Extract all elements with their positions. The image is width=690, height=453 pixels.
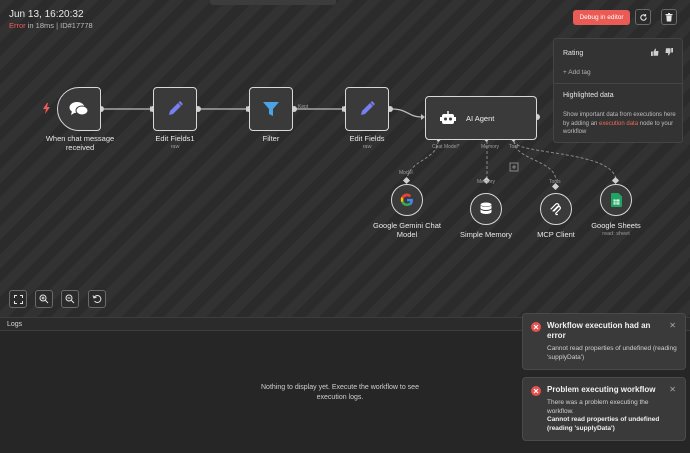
toast-execution-error: ✕ Workflow execution had an error Cannot…: [522, 313, 686, 370]
connection-tool-sheets: [513, 140, 617, 182]
node-chat-trigger[interactable]: [57, 87, 101, 131]
reset-zoom-button[interactable]: [88, 290, 106, 308]
debug-in-editor-button[interactable]: Debug in editor: [573, 10, 630, 25]
execution-side-panel: Rating + Add tag Highlighted data Show i…: [553, 38, 683, 143]
error-icon: [531, 322, 541, 332]
node-filter[interactable]: [249, 87, 293, 131]
toast-problem-executing: ✕ Problem executing workflow There was a…: [522, 377, 686, 441]
node-mcp-client[interactable]: [540, 193, 572, 225]
add-tag-link[interactable]: + Add tag: [563, 69, 591, 76]
node-label-chat-trigger: When chat message received: [45, 134, 115, 152]
robot-icon: [440, 111, 456, 124]
connection-edit-agent: [391, 108, 423, 118]
undo-icon: [92, 294, 102, 303]
port-label-chat-model: Chat Model*: [432, 144, 460, 150]
execution-date: Jun 13, 16:20:32: [9, 9, 84, 20]
port-label-tool: Tool: [509, 144, 519, 150]
node-sub-sheets: read: sheet: [602, 231, 630, 237]
port-label-kept: Kept: [298, 104, 309, 110]
execution-data-link[interactable]: execution data: [599, 120, 639, 127]
toast-message: Cannot read properties of undefined (rea…: [547, 345, 677, 361]
port-label-tools: Tools: [549, 179, 561, 185]
retry-button[interactable]: [635, 9, 651, 25]
toast-error-detail: Cannot read properties of undefined (rea…: [547, 416, 660, 432]
google-icon: [400, 193, 413, 207]
node-label-edit-fields: Edit Fields: [349, 134, 385, 143]
error-icon: [531, 386, 541, 396]
node-label-sheets: Google Sheets: [591, 221, 641, 230]
trash-icon: [665, 12, 673, 21]
node-label-edit-fields1: Edit Fields1: [155, 134, 195, 143]
node-label-mcp: MCP Client: [537, 230, 575, 239]
pencil-icon: [361, 101, 375, 115]
chat-bubbles-icon: [69, 102, 89, 116]
node-label-gemini: Google Gemini Chat Model: [373, 221, 441, 239]
funnel-icon: [263, 102, 279, 116]
toast-title: Problem executing workflow: [547, 385, 656, 394]
add-tool-button: [509, 162, 519, 172]
delete-button[interactable]: [661, 9, 677, 25]
node-edit-fields[interactable]: [345, 87, 389, 131]
toast-title: Workflow execution had an error: [547, 321, 651, 340]
close-icon[interactable]: ✕: [669, 385, 676, 394]
node-label-ai-agent: AI Agent: [466, 113, 495, 123]
rating-buttons: [651, 48, 673, 56]
thumbs-up-icon[interactable]: [651, 48, 659, 56]
thumbs-down-icon[interactable]: [665, 48, 673, 56]
arrow-head: [421, 114, 425, 120]
mcp-icon: [550, 203, 561, 216]
node-sub-edit-fields1: raw: [170, 144, 180, 150]
close-icon[interactable]: ✕: [669, 321, 676, 330]
port-label-memory: Memory: [481, 144, 500, 150]
logs-title: Logs: [7, 321, 23, 328]
node-label-memory: Simple Memory: [459, 230, 513, 239]
node-edit-fields1[interactable]: [153, 87, 197, 131]
port-diamond: [551, 182, 560, 191]
connection-model: [406, 140, 439, 182]
node-label-filter: Filter: [262, 134, 280, 143]
zoom-out-icon: [65, 294, 75, 304]
panel-divider: [554, 83, 682, 84]
execution-meta: in 18ms | ID#17778: [25, 21, 93, 30]
trigger-bolt-icon: [43, 103, 50, 114]
port-label-model: Model: [399, 170, 413, 176]
node-ai-agent[interactable]: AI Agent: [425, 96, 537, 140]
toast-message: There was a problem executing the workfl…: [547, 399, 649, 415]
pencil-icon: [169, 101, 183, 115]
logs-header[interactable]: Logs: [0, 317, 690, 331]
execution-status: Error in 18ms | ID#17778: [9, 21, 93, 30]
canvas-top-tab: [210, 0, 336, 5]
highlighted-text-part: Show important data from executions here…: [563, 112, 676, 127]
node-sub-edit-fields: raw: [362, 144, 372, 150]
zoom-out-button[interactable]: [61, 290, 79, 308]
workflow-canvas[interactable]: Jun 13, 16:20:32 Error in 18ms | ID#1777…: [0, 0, 690, 317]
node-google-sheets[interactable]: [600, 184, 632, 216]
logs-empty-message: Nothing to display yet. Execute the work…: [261, 384, 419, 401]
database-icon: [480, 202, 492, 214]
highlighted-data-title: Highlighted data: [563, 92, 614, 99]
port-diamond: [611, 176, 620, 185]
node-gemini-model[interactable]: [391, 184, 423, 216]
node-simple-memory[interactable]: [470, 193, 502, 225]
fit-view-button[interactable]: [9, 290, 27, 308]
execution-error-text: Error: [9, 21, 26, 30]
highlighted-text-part: node to your workflow: [563, 120, 674, 136]
refresh-icon: [639, 13, 647, 21]
zoom-in-button[interactable]: [35, 290, 53, 308]
port-diamond: [402, 176, 411, 185]
sheets-icon: [610, 193, 622, 207]
rating-label: Rating: [563, 50, 584, 57]
port-label-memory-sub: Memory: [477, 179, 496, 185]
port-diamond: [482, 176, 491, 185]
fit-view-icon: [13, 294, 23, 304]
highlighted-data-text: Show important data from executions here…: [563, 111, 679, 137]
connection-tool-mcp: [513, 140, 557, 182]
zoom-in-icon: [39, 294, 49, 304]
connections: [98, 106, 620, 191]
